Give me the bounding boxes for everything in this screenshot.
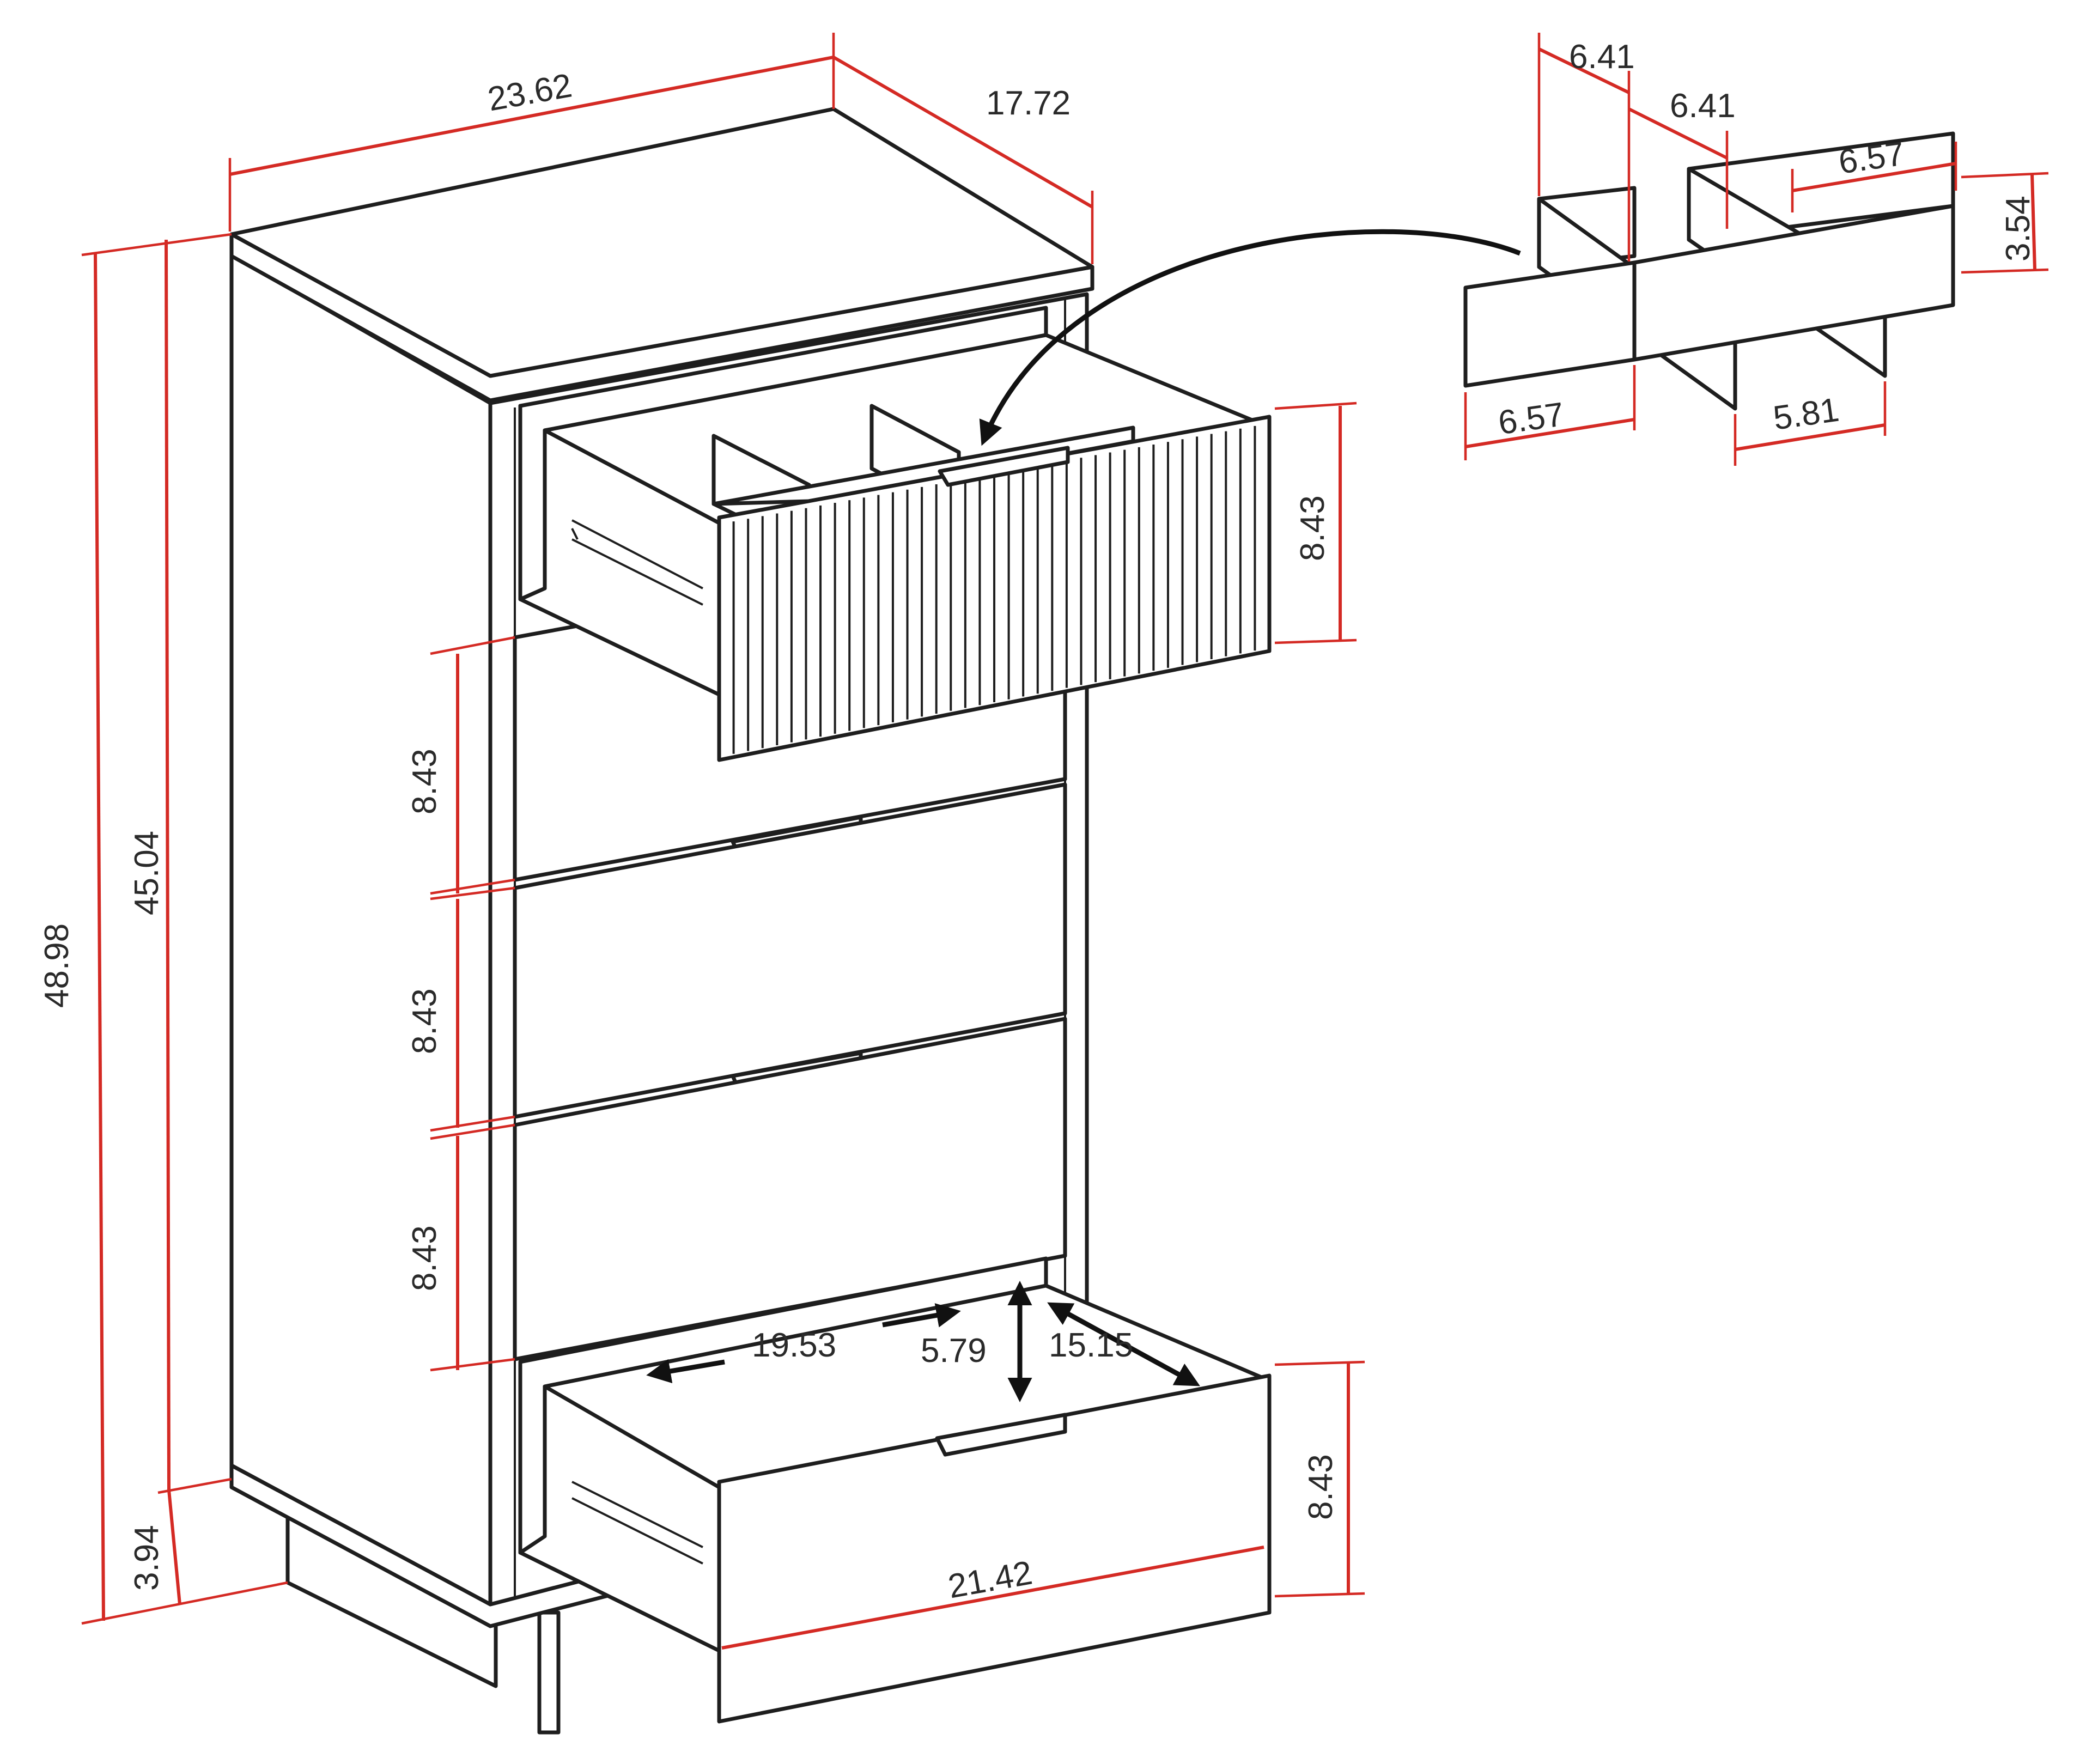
label-divider-c: 6.57 xyxy=(1836,135,1907,181)
cabinet-height-dim-line xyxy=(165,239,171,1491)
drawer-3-ext xyxy=(430,886,515,1132)
interior-width-arrow-right xyxy=(882,1303,961,1328)
drawer-front-width-dim-line xyxy=(721,1546,1264,1650)
label-leg-height: 3.94 xyxy=(128,1525,166,1591)
div-dim-b xyxy=(1628,107,1728,160)
label-drawer-4-height: 8.43 xyxy=(406,1225,443,1291)
overall-height-dim-line xyxy=(94,253,105,1621)
top-drawer-open xyxy=(518,306,1272,762)
bottom-drawer-handle xyxy=(935,1413,1067,1457)
label-bottom-drawer-height: 8.43 xyxy=(1302,1454,1340,1520)
label-interior-width: 19.53 xyxy=(752,1327,836,1364)
label-drawer-3-height: 8.43 xyxy=(406,988,443,1054)
top-drawer-rail xyxy=(571,519,703,606)
interior-width-arrow-left xyxy=(646,1359,725,1384)
top-drawer-handle xyxy=(938,446,1070,487)
drawer-4-ext xyxy=(430,1123,515,1372)
label-top-drawer-height: 8.43 xyxy=(1294,495,1331,561)
label-drawer-2-height: 8.43 xyxy=(406,749,443,814)
dimension-lines xyxy=(81,33,2049,1650)
div-dim-c xyxy=(1792,162,1956,192)
front-leg xyxy=(537,1610,561,1735)
div-ext-h xyxy=(1961,172,2049,274)
bottom-drawer-open xyxy=(518,1256,1272,1724)
divider-callout-arrow xyxy=(979,229,1521,446)
div-ext-a xyxy=(1537,33,1729,261)
dresser xyxy=(229,107,1272,1735)
leg-height-dim-line xyxy=(167,1489,181,1605)
label-divider-d: 6.57 xyxy=(1496,396,1566,442)
label-interior-height: 5.79 xyxy=(921,1332,987,1370)
fluting xyxy=(732,425,1256,754)
depth-dim-line xyxy=(832,56,1093,209)
label-divider-e: 5.81 xyxy=(1771,391,1841,437)
bottom-drawer-ext xyxy=(1274,1360,1365,1598)
top-drawer-ext xyxy=(1274,402,1357,644)
interior-depth-arrow xyxy=(1047,1302,1200,1386)
side-panel xyxy=(229,253,492,1607)
label-divider-b: 6.41 xyxy=(1670,87,1736,125)
div-ext-e xyxy=(1734,381,1887,466)
drawer-3-front xyxy=(513,782,1067,1119)
width-dim-line xyxy=(229,56,834,176)
div-dim-e xyxy=(1735,423,1886,451)
label-cabinet-height: 45.04 xyxy=(128,831,166,915)
label-depth: 17.72 xyxy=(986,84,1071,122)
back-left-leg xyxy=(285,1509,498,1688)
bottom-drawer-front xyxy=(717,1373,1272,1724)
div-dim-a xyxy=(1538,47,1630,94)
drawer-2-ext xyxy=(430,636,515,895)
label-divider-a: 6.41 xyxy=(1569,38,1635,76)
div-dim-d xyxy=(1465,418,1635,448)
label-overall-height: 48.98 xyxy=(38,923,76,1008)
top-slab-surface xyxy=(229,107,1094,378)
drawer-4-front xyxy=(513,1017,1067,1361)
dimension-labels: 23.62 17.72 48.98 45.04 3.94 8.43 8.43 8… xyxy=(38,38,2037,1605)
div-dim-h xyxy=(2030,174,2036,270)
label-divider-height: 3.54 xyxy=(1999,196,2037,261)
height-ext xyxy=(81,233,288,1625)
divider-long xyxy=(1632,204,1955,362)
label-interior-depth: 15.15 xyxy=(1049,1327,1133,1364)
bottom-drawer-rail xyxy=(571,1481,703,1565)
divider-front xyxy=(1463,260,1637,388)
width-ext xyxy=(228,33,835,232)
